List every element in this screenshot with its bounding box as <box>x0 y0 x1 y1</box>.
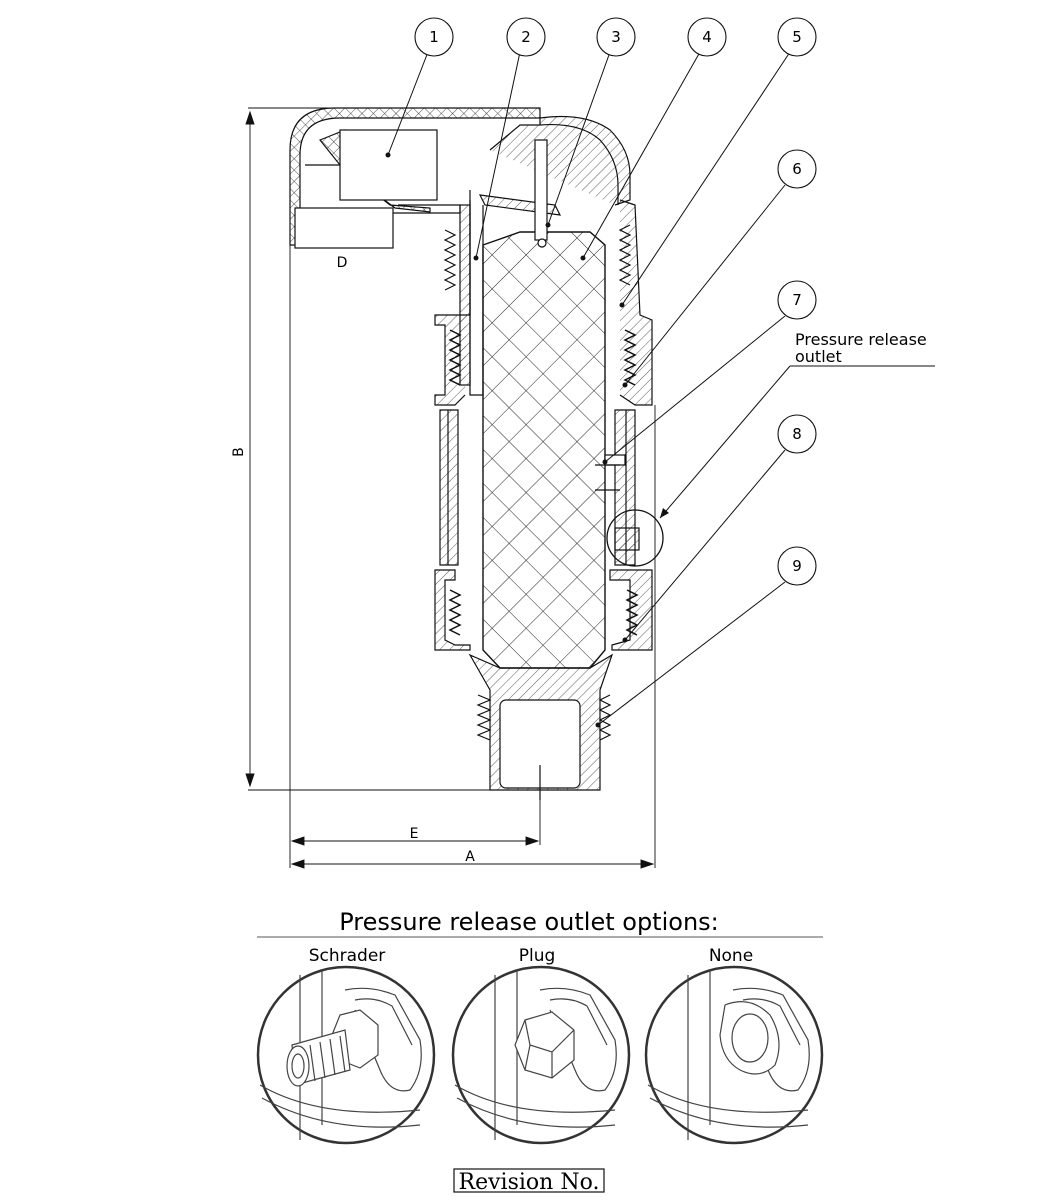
arrowhead-8 <box>660 508 669 518</box>
dimensions <box>245 107 656 869</box>
dimension-label-e: E <box>410 826 419 842</box>
option-image-plug <box>451 965 631 1145</box>
lever-arm <box>478 194 562 216</box>
plug-hex <box>514 1011 575 1079</box>
upper-body-right <box>619 199 653 406</box>
pressure-release-detail-circle <box>606 509 664 567</box>
option-image-none <box>644 965 824 1145</box>
dimension-label-b: B <box>231 447 247 457</box>
valve-top-cap <box>489 115 631 206</box>
open-port <box>731 1013 769 1063</box>
callout-balloon: 7 <box>777 280 817 320</box>
lower-body-right <box>609 569 653 651</box>
options-title: Pressure release outlet options: <box>339 908 719 936</box>
callout-balloon: 6 <box>777 149 817 189</box>
revision-label: Revision No. <box>459 1170 600 1195</box>
option-label-none: None <box>709 946 753 966</box>
dimension-label-d: D <box>337 255 348 271</box>
revision-box <box>453 1168 605 1193</box>
pressure-release-note-line2: outlet <box>795 347 842 366</box>
callout-balloon: 2 <box>506 17 546 57</box>
section-view <box>289 107 664 800</box>
lower-body-left <box>434 569 471 651</box>
callout-number: 6 <box>792 160 802 178</box>
callout-number: 8 <box>792 425 802 443</box>
pressure-release-note-line1: Pressure release <box>795 330 927 349</box>
callout-balloon: 8 <box>777 414 817 454</box>
callout-number: 3 <box>611 28 621 46</box>
option-label-plug: Plug <box>519 946 556 966</box>
callout-balloon: 1 <box>414 17 454 57</box>
callout-balloon: 5 <box>777 17 817 57</box>
callout-number: 4 <box>702 28 712 46</box>
dimension-label-a: A <box>465 849 475 865</box>
main-tube-right <box>614 409 636 566</box>
callout-balloon: 9 <box>777 546 817 586</box>
callout-number: 9 <box>792 557 802 575</box>
main-tube-left <box>439 409 459 566</box>
cover-block-1 <box>339 129 438 201</box>
option-image-schrader <box>256 965 436 1145</box>
leader-dots <box>385 152 628 728</box>
callout-balloon: 4 <box>687 17 727 57</box>
option-label-schrader: Schrader <box>309 946 386 966</box>
callout-balloon: 3 <box>596 17 636 57</box>
leader-lines <box>387 51 935 726</box>
cover-block-d <box>294 207 394 249</box>
float <box>482 231 606 669</box>
callout-number: 7 <box>792 291 802 309</box>
callout-number: 1 <box>429 28 439 46</box>
callout-number: 5 <box>792 28 802 46</box>
callout-number: 2 <box>521 28 531 46</box>
